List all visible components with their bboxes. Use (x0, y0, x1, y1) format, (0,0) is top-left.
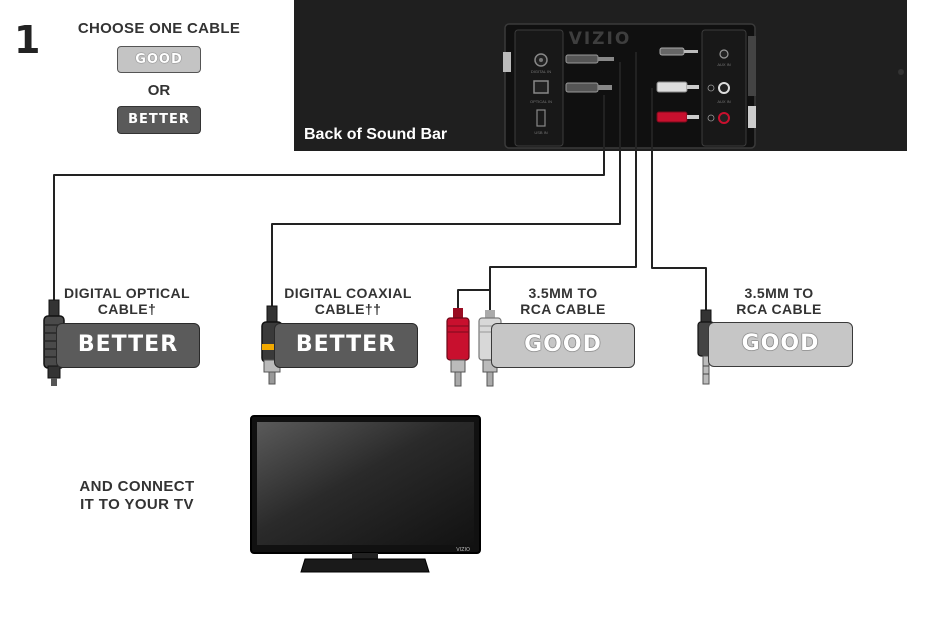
better-legend-badge: BETTER (117, 106, 201, 134)
optical-cable-title-line1: DIGITAL OPTICAL (63, 285, 191, 301)
optical-wire (53, 95, 605, 300)
aux-rating-badge: GOOD (708, 322, 853, 367)
soundbar-port-panel: DIGITAL IN OPTICAL IN USB IN AUX IN AUX … (503, 23, 904, 149)
good-legend-badge: GOOD (117, 46, 201, 73)
connect-tv-instruction: AND CONNECT IT TO YOUR TV (62, 478, 212, 514)
rca-cable-title-line1: 3.5MM TO (528, 285, 598, 301)
aux-wire (651, 88, 707, 310)
connect-tv-line2: IT TO YOUR TV (80, 496, 194, 513)
rca-cable-title: 3.5MM TO RCA CABLE (508, 285, 618, 317)
aux-cable-title-line1: 3.5MM TO (744, 285, 814, 301)
step-number: 1 (14, 18, 41, 62)
svg-text:USB IN: USB IN (534, 130, 547, 135)
optical-cable-title-line2: CABLE† (97, 301, 157, 317)
coax-cable-title-line1: DIGITAL COAXIAL (284, 285, 412, 301)
svg-text:AUX IN: AUX IN (717, 62, 730, 67)
rca-rating-badge: GOOD (491, 323, 635, 368)
aux-port-1-icon (719, 49, 729, 59)
aux-red-port-icon (718, 112, 730, 124)
soundbar-brand-logo: VIZIO (569, 29, 632, 49)
connect-tv-line1: AND CONNECT (79, 478, 195, 495)
tv-brand-logo: VIZIO (456, 547, 470, 553)
svg-text:DIGITAL IN: DIGITAL IN (531, 69, 551, 74)
tv-illustration: VIZIO (250, 415, 481, 573)
svg-text:AUX IN: AUX IN (717, 99, 730, 104)
or-label: OR (147, 82, 171, 99)
aux-white-port-icon (718, 82, 730, 94)
coax-cable-title-line2: CABLE†† (314, 301, 382, 317)
aux-cable-title: 3.5MM TO RCA CABLE (724, 285, 834, 317)
svg-text:OPTICAL IN: OPTICAL IN (530, 99, 552, 104)
coax-rating-badge: BETTER (274, 323, 418, 368)
optical-cable-title: DIGITAL OPTICAL CABLE† (60, 285, 194, 317)
aux-cable-title-line2: RCA CABLE (736, 301, 822, 317)
coax-cable-title: DIGITAL COAXIAL CABLE†† (278, 285, 418, 317)
rca-wire (457, 52, 637, 310)
optical-rating-badge: BETTER (56, 323, 200, 368)
usb-port-icon (536, 109, 546, 127)
coax-wire (271, 62, 621, 306)
cable-wires (53, 52, 707, 310)
choose-cable-heading: CHOOSE ONE CABLE (77, 20, 241, 37)
optical-port-icon (533, 80, 549, 94)
soundbar-plugs (565, 47, 699, 123)
rca-red-plug-icon (446, 308, 470, 387)
soundbar-label: Back of Sound Bar (304, 126, 448, 143)
rca-cable-title-line2: RCA CABLE (520, 301, 606, 317)
